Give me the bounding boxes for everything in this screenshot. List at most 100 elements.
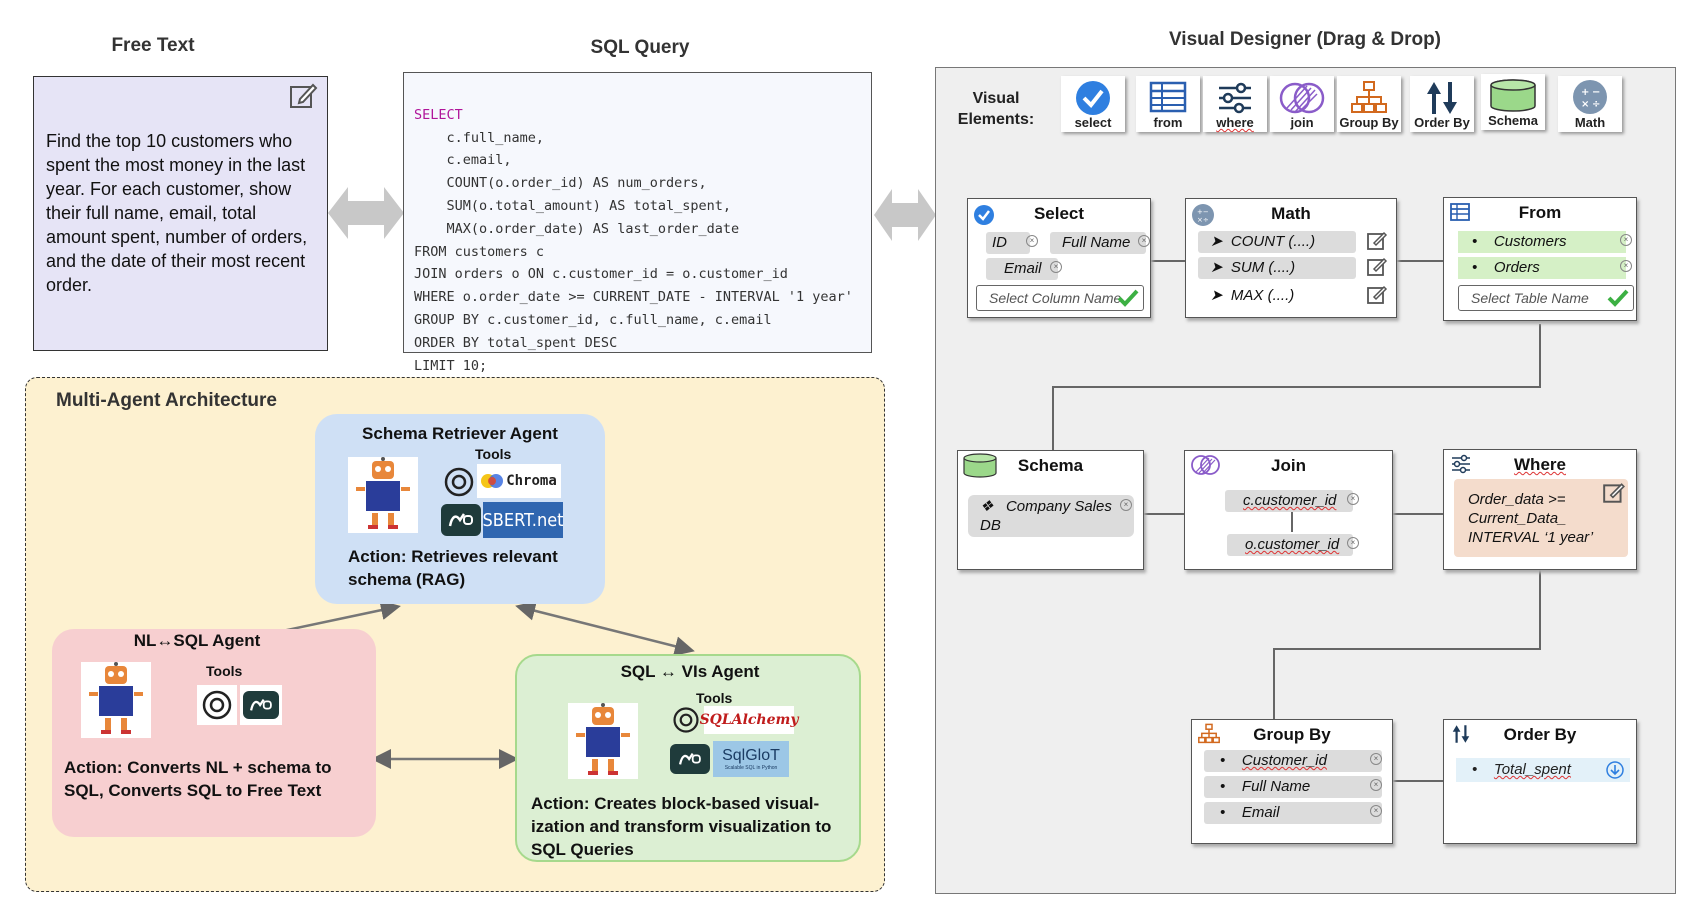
- where-condition-chip[interactable]: [1454, 479, 1628, 557]
- remove-icon[interactable]: ×: [1620, 260, 1632, 272]
- hierarchy-icon: [1198, 723, 1220, 744]
- vis-agent-title: SQL ↔ VIs Agent: [620, 662, 760, 681]
- sql-line: JOIN orders o ON c.customer_id = o.custo…: [414, 266, 788, 283]
- schema-agent-title: Schema Retriever Agent: [362, 424, 558, 443]
- sort-descending-icon[interactable]: [1606, 761, 1624, 779]
- order-by-block-title: Order By: [1503, 725, 1577, 744]
- edit-icon[interactable]: [1366, 256, 1388, 278]
- svg-text:−: −: [1592, 87, 1600, 98]
- sql-vis-agent[interactable]: SQL ↔ VIs Agent Tools SQLAlchemy SqlGloT…: [515, 654, 861, 862]
- openai-icon: [670, 704, 702, 736]
- remove-icon[interactable]: ×: [1370, 779, 1382, 791]
- math-function-chip[interactable]: ➤ SUM (....): [1198, 257, 1356, 279]
- schema-retriever-agent[interactable]: Schema Retriever Agent Tools Chroma SBER…: [315, 414, 605, 604]
- join-left-chip[interactable]: c.customer_id: [1225, 490, 1353, 512]
- remove-icon[interactable]: ×: [1370, 805, 1382, 817]
- select-table-dropdown[interactable]: Select Table Name: [1458, 285, 1634, 311]
- remove-icon[interactable]: ×: [1120, 499, 1132, 511]
- select-column-chip[interactable]: Full Name: [1050, 232, 1146, 254]
- palette-group-by[interactable]: Group By: [1337, 76, 1401, 132]
- sql-line: c.email,: [414, 152, 512, 169]
- from-block[interactable]: From • Customers × • Orders × Select Tab…: [1443, 197, 1637, 321]
- remove-icon[interactable]: ×: [1138, 235, 1150, 247]
- database-icon: [1490, 79, 1536, 112]
- architecture-title: Multi-Agent Architecture: [56, 390, 277, 411]
- math-function-chip[interactable]: ➤ COUNT (....): [1198, 231, 1356, 253]
- select-column-dropdown[interactable]: Select Column Name: [976, 285, 1144, 311]
- free-text-title: Free Text: [111, 35, 195, 56]
- palette-schema[interactable]: Schema: [1481, 74, 1545, 130]
- hierarchy-icon: [1351, 81, 1387, 113]
- remove-icon[interactable]: ×: [1026, 235, 1038, 247]
- connector: [1393, 513, 1443, 515]
- remove-icon[interactable]: ×: [1620, 234, 1632, 246]
- order-by-block[interactable]: Order By • Total_spent: [1443, 719, 1637, 844]
- sql-query-panel[interactable]: SELECT c.full_name, c.email, COUNT(o.ord…: [403, 72, 872, 374]
- svg-text:÷: ÷: [1592, 99, 1600, 110]
- palette-join[interactable]: join: [1270, 76, 1334, 132]
- select-column-chip[interactable]: Email: [986, 258, 1058, 280]
- edit-icon[interactable]: [288, 81, 318, 111]
- palette-where-label: where: [1216, 115, 1254, 130]
- svg-text:×÷: ×÷: [1197, 216, 1209, 224]
- visual-designer-canvas[interactable]: Visual Elements: select from where join …: [935, 67, 1676, 894]
- sql-code[interactable]: SELECT c.full_name, c.email, COUNT(o.ord…: [414, 81, 853, 377]
- math-function-chip[interactable]: ➤ MAX (....): [1198, 285, 1356, 307]
- palette-order-by[interactable]: Order By: [1410, 76, 1474, 132]
- palette-group-by-label: Group By: [1339, 115, 1399, 130]
- connector: [1052, 386, 1541, 388]
- bidirectional-arrow-icon: [874, 189, 936, 241]
- connector: [1052, 386, 1054, 450]
- select-column-placeholder: Select Column Name: [989, 290, 1122, 306]
- remove-icon[interactable]: ×: [1050, 261, 1062, 273]
- palette-math[interactable]: +−×÷ Math: [1558, 76, 1622, 132]
- schema-db-chip[interactable]: ❖ Company Sales DB: [968, 495, 1134, 537]
- sort-icon: [1427, 82, 1457, 114]
- remove-icon[interactable]: ×: [1347, 537, 1359, 549]
- select-block[interactable]: Select ID × Full Name × Email × Select C…: [967, 198, 1151, 318]
- order-by-label: Total_spent: [1493, 761, 1571, 778]
- group-by-chip[interactable]: • Full Name: [1204, 776, 1382, 798]
- where-condition-text[interactable]: Order_data >= Current_Data_ INTERVAL ‘1 …: [1468, 491, 1594, 546]
- select-block-title: Select: [1033, 204, 1085, 223]
- remove-icon[interactable]: ×: [1370, 753, 1382, 765]
- palette-where[interactable]: where: [1203, 76, 1267, 132]
- math-function-label: COUNT (....): [1230, 233, 1316, 250]
- join-block-title: Join: [1271, 456, 1306, 475]
- from-table-chip[interactable]: • Orders: [1458, 257, 1626, 279]
- join-right-chip[interactable]: o.customer_id: [1227, 534, 1353, 556]
- openai-icon: [197, 685, 237, 725]
- palette-select[interactable]: select: [1061, 76, 1125, 132]
- palette-join-label: join: [1290, 115, 1314, 130]
- langchain-icon: [240, 685, 282, 725]
- math-block[interactable]: +−×÷ Math ➤ COUNT (....) ➤ SUM (....) ➤ …: [1185, 198, 1397, 318]
- robot-icon: [348, 457, 418, 533]
- group-by-chip[interactable]: • Customer_id: [1204, 750, 1382, 772]
- visual-elements-label: Visual Elements:: [957, 90, 1035, 128]
- schema-block[interactable]: Schema ❖ Company Sales DB ×: [957, 450, 1144, 570]
- edit-icon[interactable]: [1366, 230, 1388, 252]
- sql-query-title: SQL Query: [590, 37, 690, 58]
- group-by-chip[interactable]: • Email: [1204, 802, 1382, 824]
- edit-icon[interactable]: [1602, 481, 1626, 505]
- from-table-chip[interactable]: • Customers: [1458, 231, 1626, 253]
- select-column-chip[interactable]: ID: [986, 232, 1030, 254]
- order-by-chip[interactable]: • Total_spent: [1456, 758, 1630, 782]
- free-text-body[interactable]: Find the top 10 customers who spent the …: [46, 131, 308, 295]
- remove-icon[interactable]: ×: [1347, 493, 1359, 505]
- edit-icon[interactable]: [1366, 284, 1388, 306]
- free-text-panel[interactable]: Find the top 10 customers who spent the …: [33, 76, 328, 351]
- palette-from[interactable]: from: [1136, 76, 1200, 132]
- multi-agent-architecture-panel: Multi-Agent Architecture Schema Retrieve…: [25, 377, 885, 892]
- sql-line: LIMIT 10;: [414, 357, 488, 374]
- sql-line: COUNT(o.order_id) AS num_orders,: [414, 175, 707, 192]
- checkmark-icon: [1607, 289, 1629, 307]
- group-by-block[interactable]: Group By • Customer_id × • Full Name × •…: [1191, 719, 1393, 844]
- join-block[interactable]: Join c.customer_id × o.customer_id ×: [1184, 450, 1393, 570]
- nl-sql-agent[interactable]: NL↔SQL Agent Tools Action: Converts NL +…: [52, 629, 376, 837]
- palette-order-by-label: Order By: [1414, 115, 1470, 130]
- palette-schema-label: Schema: [1488, 113, 1538, 128]
- where-block[interactable]: Where Order_data >= Current_Data_ INTERV…: [1443, 449, 1637, 570]
- select-table-placeholder: Select Table Name: [1471, 290, 1589, 306]
- from-table-label: Customers: [1493, 233, 1567, 250]
